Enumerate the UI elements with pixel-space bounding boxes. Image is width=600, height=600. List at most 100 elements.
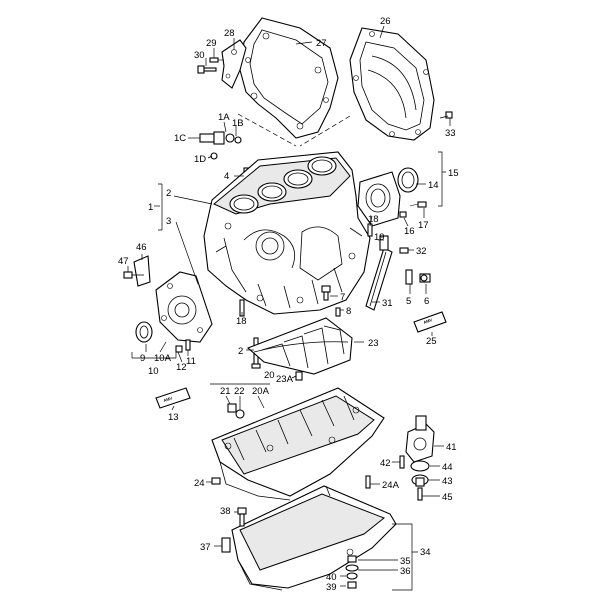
cylinder-block-1	[203, 151, 371, 315]
callout-23: 23	[368, 338, 379, 349]
callout-25: 25	[426, 336, 437, 347]
callout-41: 41	[446, 442, 457, 453]
callout-1: 1	[148, 202, 153, 213]
callout-34: 34	[420, 547, 431, 558]
oil-pump-10	[155, 271, 213, 343]
oil-pressure-switch-1	[199, 131, 242, 160]
cover-plate-26	[349, 27, 435, 141]
alignment-line	[299, 115, 351, 147]
seal-22	[235, 409, 245, 419]
callout-5: 5	[406, 296, 411, 307]
bolt-16	[399, 211, 407, 218]
bolt-24	[211, 477, 221, 485]
bolt-11	[185, 339, 191, 351]
bolt-17	[409, 201, 427, 208]
callout-38: 38	[220, 506, 231, 517]
callout-31: 31	[382, 298, 393, 309]
callout-17: 17	[418, 220, 429, 231]
callout-46: 46	[136, 242, 147, 253]
bolt-23A	[295, 371, 303, 381]
seal-ring-9	[135, 321, 153, 343]
bolt-18-upper	[367, 223, 373, 237]
callout-36: 36	[400, 566, 411, 577]
callout-24A: 24A	[382, 480, 400, 491]
callout-12: 12	[176, 362, 187, 373]
bolt-12	[175, 345, 183, 353]
bolt-7	[321, 285, 331, 301]
callout-1C: 1C	[174, 133, 186, 144]
callout-29: 29	[206, 38, 217, 49]
callout-1D: 1D	[194, 154, 206, 165]
callout-35: 35	[400, 556, 411, 567]
callout-21: 21	[220, 386, 231, 397]
seal-40	[346, 572, 358, 580]
callout-37: 37	[200, 542, 211, 553]
leader-lines	[127, 25, 451, 591]
bolt-42	[399, 455, 405, 469]
callout-44: 44	[442, 462, 453, 473]
callout-7: 7	[340, 292, 345, 303]
callout-19: 19	[374, 232, 385, 243]
seal-flange-14	[357, 167, 419, 227]
bolt-33	[439, 111, 453, 119]
bracket-46	[133, 255, 151, 287]
callout-18b: 18	[236, 316, 247, 327]
callout-23A: 23A	[276, 374, 294, 385]
plug-39	[347, 581, 357, 589]
bolt-45	[417, 487, 423, 501]
callout-labels: 28 29 30 27 26 33 1A 1B 1C 1D 4 2 1 3 14…	[118, 16, 459, 593]
baffle-plate-23	[246, 317, 353, 375]
bolt-24A	[365, 475, 371, 489]
callout-42: 42	[380, 458, 391, 469]
callout-6: 6	[424, 296, 429, 307]
callout-27: 27	[316, 38, 327, 49]
callout-18a: 18	[368, 214, 379, 225]
dipstick-tube-31	[365, 235, 393, 311]
adapter-43	[411, 474, 429, 487]
sensor-6	[419, 273, 431, 283]
callout-40: 40	[326, 572, 337, 583]
callout-1A: 1A	[218, 112, 230, 123]
callout-8: 8	[346, 306, 351, 317]
callout-2b: 2	[238, 346, 243, 357]
callout-30: 30	[194, 50, 205, 61]
callout-10A: 10A	[154, 353, 172, 364]
plug-21	[227, 403, 237, 413]
callout-15: 15	[448, 168, 459, 179]
callout-20: 20	[264, 370, 275, 381]
callout-22: 22	[234, 386, 245, 397]
bolt-32	[399, 247, 409, 254]
sealant-tube-25: AMV	[413, 311, 447, 333]
callout-4: 4	[224, 171, 229, 182]
callout-9: 9	[140, 353, 145, 364]
callout-26: 26	[380, 16, 391, 27]
callout-2: 2	[166, 188, 171, 199]
intermediate-plate-27	[239, 17, 339, 139]
sealant-label: AMV	[423, 317, 433, 325]
callout-28: 28	[224, 28, 235, 39]
oil-pan-lower-34	[231, 485, 397, 591]
callout-33: 33	[445, 128, 456, 139]
sealant-tube-13: AMV	[155, 387, 191, 409]
alignment-line	[237, 113, 297, 147]
callout-10: 10	[148, 366, 159, 377]
bolt-8	[335, 307, 341, 317]
callout-24: 24	[194, 478, 205, 489]
callout-1B: 1B	[232, 118, 244, 129]
oil-pan-upper-20	[211, 387, 385, 501]
sensor-5	[405, 269, 413, 285]
callout-20A: 20A	[252, 386, 270, 397]
sealant-label: AMV	[163, 395, 173, 403]
bolt-29	[209, 57, 224, 63]
sensor-37	[221, 537, 231, 553]
oil-filter-flange-41	[405, 415, 435, 463]
callout-45: 45	[442, 492, 453, 503]
bolt-30	[197, 65, 217, 74]
callout-32: 32	[416, 246, 427, 257]
callout-43: 43	[442, 476, 453, 487]
seal-36	[345, 564, 359, 572]
callout-3: 3	[166, 216, 171, 227]
callout-39: 39	[326, 582, 337, 593]
drain-plug-35	[347, 555, 357, 563]
